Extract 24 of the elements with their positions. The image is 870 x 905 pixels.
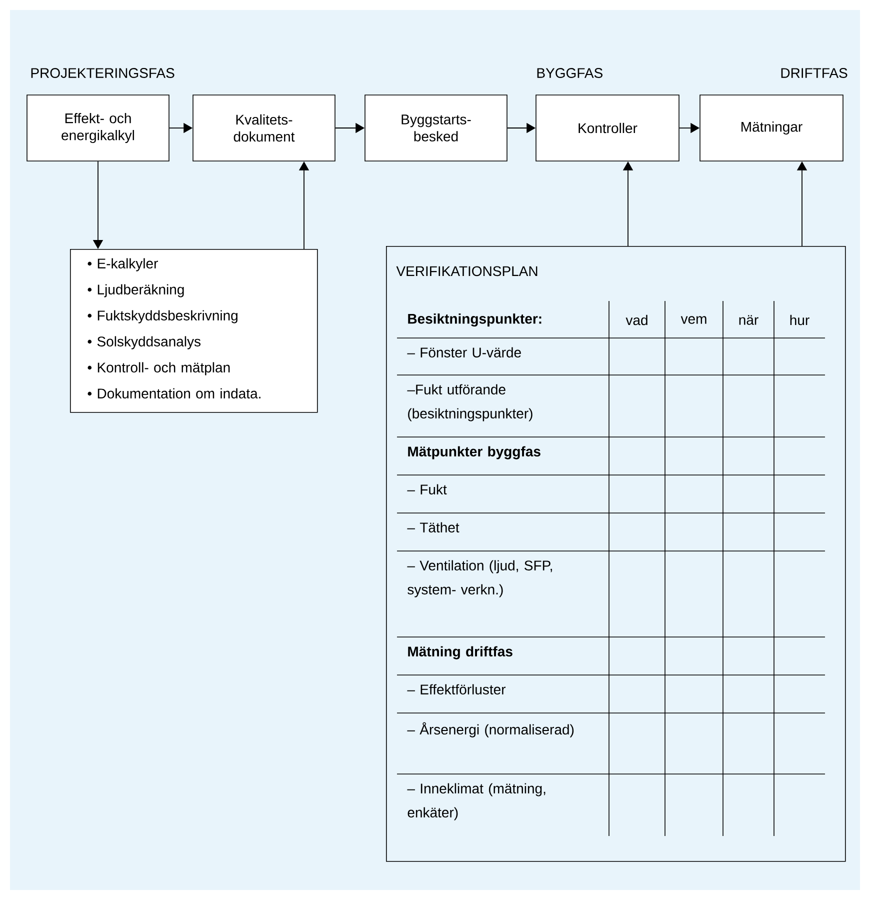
table-header: vem <box>680 316 706 324</box>
table-cell: – Ventilation (ljud, SFP, system- verkn.) <box>407 560 552 598</box>
phase-heading: BYGGFAS <box>537 68 602 78</box>
table-cell: – Inneklimat (mätning, enkäter) <box>407 783 546 820</box>
process-box: Byggstarts- besked <box>364 94 508 162</box>
table-cell: – Täthet <box>407 522 460 532</box>
table-header: hur <box>790 314 810 326</box>
phase-heading: DRIFTFAS <box>781 68 848 78</box>
process-box: Effekt- och energikalkyl <box>26 94 170 162</box>
table-header: Besiktningspunkter: <box>408 313 542 327</box>
table-row-heading: Mätpunkter byggfas <box>408 446 540 460</box>
table-header: när <box>739 315 758 325</box>
list-box: • E-kalkyler • Ljudberäkning • Fuktskyddsbeskrivning • Solskyddsanalys • Kontroll- och mätplan • Dokumentation om indata. <box>70 249 318 413</box>
table-cell: – Fukt <box>407 484 447 494</box>
table-cell: – Årsenergi (normaliserad) <box>407 722 574 738</box>
process-box: Kontroller <box>536 94 680 162</box>
table-row-heading: Mätning driftfas <box>408 646 512 660</box>
table-cell: – Fönster U-värde <box>407 347 521 358</box>
process-box: Mätningar <box>700 94 844 162</box>
phase-heading: PROJEKTERINGSFAS <box>31 68 174 78</box>
table-cell: –Fukt utförande (besiktningspunkter) <box>407 384 532 422</box>
table-cell: – Effektförluster <box>407 684 506 694</box>
table-header: vad <box>626 314 648 326</box>
process-box: Kvalitets- dokument <box>192 94 336 162</box>
